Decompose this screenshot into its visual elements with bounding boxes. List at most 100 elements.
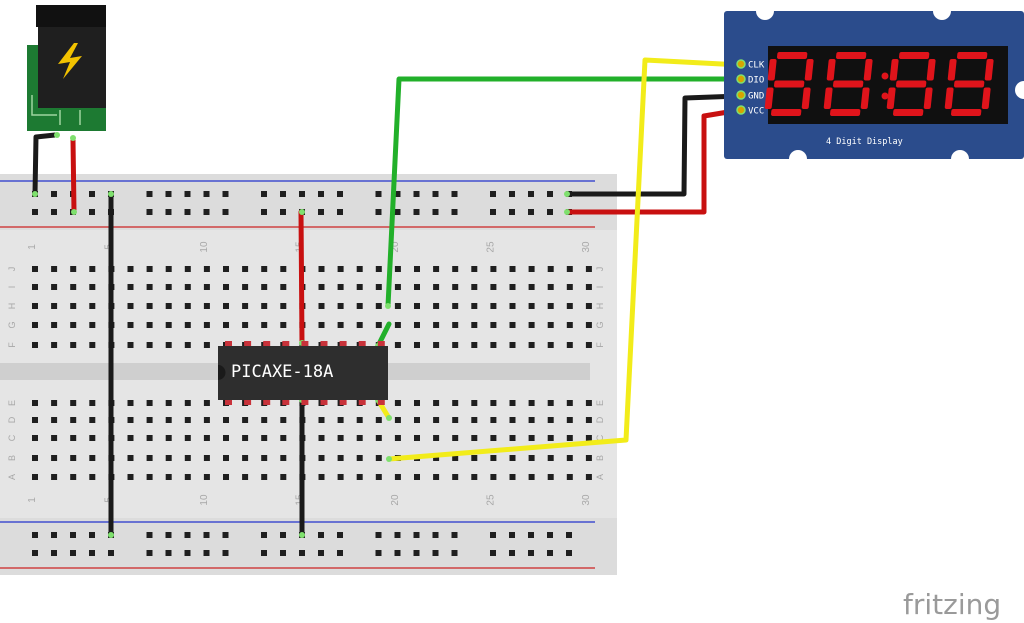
rail-hole bbox=[337, 191, 343, 197]
breadboard-hole bbox=[585, 342, 592, 348]
breadboard-hole bbox=[414, 400, 420, 406]
wire-end bbox=[386, 415, 392, 421]
chip-pin bbox=[377, 399, 385, 405]
rail-hole bbox=[509, 209, 515, 215]
breadboard-hole bbox=[89, 400, 96, 406]
wire-end bbox=[108, 191, 114, 197]
segment bbox=[926, 59, 936, 81]
breadboard-hole bbox=[51, 435, 58, 441]
breadboard-hole bbox=[146, 455, 153, 461]
rail-hole bbox=[413, 532, 420, 538]
rail-hole bbox=[89, 191, 95, 197]
breadboard-hole bbox=[184, 417, 191, 423]
breadboard-hole bbox=[184, 474, 191, 480]
rail-hole bbox=[51, 550, 57, 556]
rail-hole bbox=[203, 191, 210, 197]
breadboard-hole bbox=[51, 322, 58, 328]
breadboard-hole bbox=[585, 474, 592, 480]
breadboard-hole bbox=[127, 455, 134, 461]
breadboard-hole bbox=[146, 400, 153, 406]
colon-top bbox=[881, 72, 889, 80]
breadboard-hole bbox=[356, 474, 363, 480]
breadboard-hole bbox=[471, 342, 478, 348]
breadboard-hole bbox=[337, 284, 344, 290]
rail-hole bbox=[566, 532, 572, 538]
breadboard-hole bbox=[509, 303, 516, 309]
segment bbox=[886, 87, 896, 109]
breadboard-hole bbox=[585, 266, 592, 272]
breadboard-hole bbox=[318, 435, 325, 441]
segment bbox=[835, 52, 867, 59]
segment bbox=[833, 80, 864, 88]
breadboard-hole bbox=[452, 322, 459, 328]
rail-hole bbox=[261, 209, 267, 215]
breadboard-hole bbox=[127, 400, 134, 406]
rail-hole bbox=[451, 191, 458, 197]
breadboard-hole bbox=[318, 284, 325, 290]
breadboard-hole bbox=[337, 266, 344, 272]
mount-hole-top-right bbox=[933, 2, 951, 20]
breadboard-hole bbox=[32, 474, 38, 480]
breadboard-hole bbox=[127, 417, 134, 423]
breadboard-hole bbox=[433, 266, 440, 272]
rail-hole bbox=[51, 191, 57, 197]
segment bbox=[893, 109, 924, 116]
row-letter: I bbox=[7, 286, 17, 289]
breadboard-hole bbox=[471, 417, 478, 423]
breadboard-hole bbox=[165, 435, 172, 441]
column-number: 1 bbox=[27, 497, 38, 503]
breadboard-hole bbox=[490, 417, 497, 423]
breadboard-hole bbox=[203, 455, 210, 461]
breadboard-hole bbox=[223, 455, 229, 461]
breadboard-hole bbox=[547, 455, 554, 461]
breadboard-hole bbox=[471, 435, 478, 441]
digit bbox=[944, 52, 994, 116]
breadboard-hole bbox=[146, 284, 153, 290]
breadboard-hole bbox=[89, 284, 96, 290]
breadboard-hole bbox=[394, 322, 401, 328]
breadboard-hole bbox=[509, 435, 516, 441]
column-number: 30 bbox=[581, 241, 592, 253]
breadboard-hole bbox=[261, 303, 268, 309]
breadboard-hole bbox=[471, 322, 478, 328]
breadboard-hole bbox=[242, 284, 249, 290]
breadboard-hole bbox=[414, 474, 420, 480]
picaxe-chip: PICAXE-18A bbox=[218, 341, 388, 405]
row-letter: A bbox=[595, 474, 605, 480]
rail-hole bbox=[490, 532, 496, 538]
breadboard-hole bbox=[223, 435, 229, 441]
breadboard-top-rail bbox=[0, 174, 617, 230]
breadboard-hole bbox=[509, 322, 516, 328]
rail-hole bbox=[337, 550, 343, 556]
mount-hole-bottom-left bbox=[789, 150, 807, 168]
rail-hole bbox=[184, 532, 191, 538]
breadboard-hole bbox=[566, 417, 573, 423]
rail-hole bbox=[337, 209, 343, 215]
segment bbox=[830, 109, 861, 116]
breadboard-hole bbox=[70, 455, 77, 461]
rail-hole bbox=[509, 550, 515, 556]
breadboard-hole bbox=[414, 417, 420, 423]
rail-hole bbox=[89, 550, 95, 556]
segment bbox=[860, 87, 870, 109]
breadboard-hole bbox=[242, 435, 249, 441]
breadboard-hole bbox=[223, 474, 229, 480]
digit bbox=[823, 52, 873, 116]
breadboard-hole bbox=[337, 455, 344, 461]
breadboard-hole bbox=[70, 303, 77, 309]
breadboard-hole bbox=[165, 342, 172, 348]
breadboard-hole bbox=[585, 303, 592, 309]
breadboard-hole bbox=[280, 474, 287, 480]
chip-label: PICAXE-18A bbox=[231, 362, 333, 382]
rail-hole bbox=[432, 550, 439, 556]
breadboard-hole bbox=[528, 474, 535, 480]
breadboard-hole bbox=[89, 474, 96, 480]
display-pin-label: GND bbox=[748, 92, 764, 102]
display-pin bbox=[736, 74, 746, 84]
chip-pin bbox=[320, 399, 328, 405]
rail-hole bbox=[222, 532, 229, 538]
breadboard-hole bbox=[528, 342, 535, 348]
display-pin bbox=[736, 59, 746, 69]
rail-hole bbox=[280, 550, 286, 556]
